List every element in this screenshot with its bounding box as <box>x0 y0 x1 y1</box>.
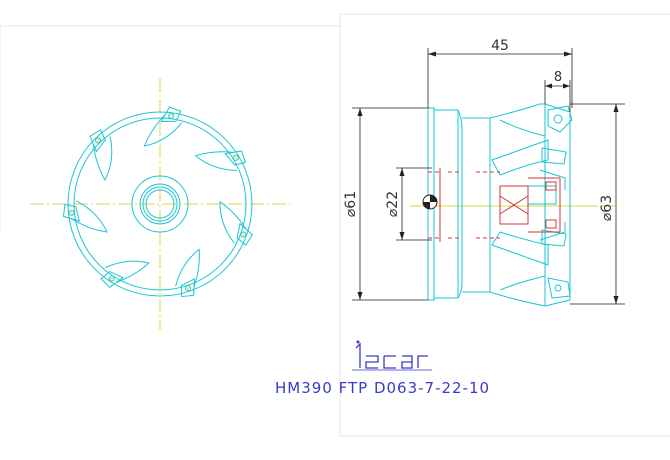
section-lines <box>428 168 561 242</box>
front-teeth <box>62 106 254 298</box>
cutter-body-side <box>427 103 571 307</box>
cutter-tooth <box>194 150 247 171</box>
cutter-tooth <box>175 248 200 298</box>
cutter-tooth <box>219 200 254 246</box>
cutter-tooth <box>100 260 150 288</box>
cutter-body-front <box>67 111 253 297</box>
dimension-lines <box>352 48 625 305</box>
cutter-tooth <box>62 200 108 233</box>
dim-insert-width: 8 <box>554 70 562 85</box>
dim-cutting-diameter: ⌀63 <box>599 195 615 221</box>
drive-key-symbol <box>422 194 438 210</box>
front-centerlines <box>30 78 290 330</box>
dim-overall-length: 45 <box>491 38 509 54</box>
cutter-tooth <box>89 129 113 182</box>
sheet-border <box>0 13 670 437</box>
iscar-logo <box>352 340 432 371</box>
front-view <box>30 78 290 330</box>
part-number: HM390 FTP D063-7-22-10 <box>275 379 490 397</box>
cutter-tooth <box>143 106 183 147</box>
dim-bore-diameter: ⌀22 <box>385 191 401 217</box>
side-view: 45 8 ⌀61 ⌀22 ⌀63 <box>343 38 625 307</box>
side-inserts <box>527 105 573 299</box>
dim-body-diameter: ⌀61 <box>343 191 359 217</box>
